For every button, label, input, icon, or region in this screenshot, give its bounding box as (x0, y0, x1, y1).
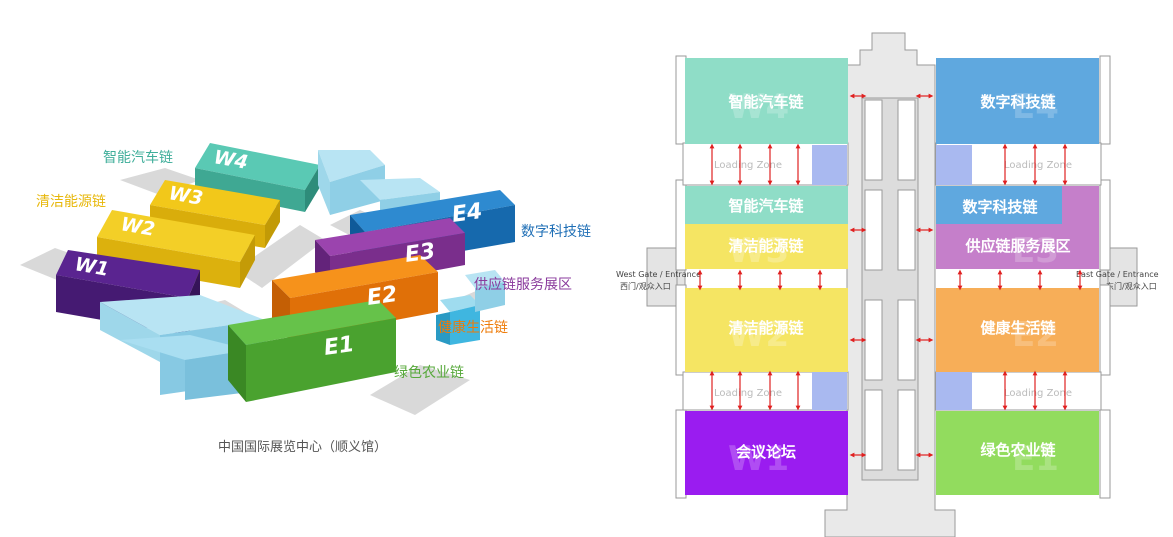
callout-e3: 供应链服务展区 (474, 276, 572, 293)
hall-e2-area (936, 288, 1099, 372)
loading-zone-label: Loading Zone (1004, 388, 1072, 399)
hall-w4-label: 智能汽车链 (728, 93, 804, 111)
hall-e2-label: 健康生活链 (980, 319, 1056, 337)
hall-w4-area (685, 58, 848, 144)
ground-patch (370, 365, 470, 415)
watermark-e2: E2 (1012, 315, 1059, 355)
callout-e1: 绿色农业链 (394, 364, 464, 381)
hall-w1-area (685, 411, 848, 495)
blue-annex-w2 (812, 372, 847, 410)
hall-e3b-purple-strip (1062, 186, 1099, 269)
hall-e3a-area (936, 186, 1062, 224)
ground-patch (235, 225, 325, 288)
watermark-w2: W2 (728, 315, 789, 355)
hall-w3b-label: 清洁能源链 (728, 237, 804, 255)
hall-e4-area (936, 58, 1099, 144)
ground-patch (120, 168, 200, 195)
blue-annex-e4 (936, 145, 972, 185)
hall-w2-area (685, 288, 848, 372)
map-caption: 中国国际展览中心（顺义馆） (218, 439, 387, 455)
hall-w1-label: 会议论坛 (736, 443, 796, 461)
watermark-e1: E1 (1012, 439, 1059, 479)
east-gate: East Gate / Entrance 东门/观众入口 (1076, 247, 1159, 307)
hall-e1-block (228, 300, 396, 402)
hall-w3a-label: 智能汽车链 (728, 197, 804, 215)
watermark-e4: E4 (1012, 87, 1059, 127)
loading-zone-label: Loading Zone (1004, 160, 1072, 171)
watermark-w3: W3 (728, 231, 789, 271)
hall-e3b-area (936, 224, 1062, 269)
callout-w3: 清洁能源链 (36, 194, 106, 210)
hall-label-e3: E3 (403, 239, 437, 268)
hall-e4-label: 数字科技链 (980, 93, 1056, 111)
blue-annex-w4 (812, 145, 847, 185)
west-gate-label-zh: 西门/观众入口 (620, 281, 671, 291)
watermark-e3: E3 (1012, 231, 1059, 271)
east-gate-label-zh: 东门/观众入口 (1106, 281, 1157, 291)
connector-east-block (436, 270, 505, 345)
watermark-w4: W4 (728, 87, 789, 127)
hall-w2-label: 清洁能源链 (728, 319, 804, 337)
hall-label-e1: E1 (322, 332, 356, 361)
isometric-map: W4 W3 W2 W1 E4 E3 E2 E1 智能汽车链 清洁能源链 数字科技… (20, 143, 591, 455)
loading-zone-label: Loading Zone (714, 388, 782, 399)
loading-arrows (697, 93, 1083, 458)
blue-annex-e2 (936, 372, 972, 410)
hall-e1-label: 绿色农业链 (980, 441, 1056, 459)
watermark-w1: W1 (728, 439, 789, 479)
loading-zone-label: Loading Zone (714, 160, 782, 171)
callout-e2: 健康生活链 (438, 319, 508, 336)
hall-label-e4: E4 (450, 199, 484, 228)
hall-label-e2: E2 (365, 282, 399, 311)
hall-e3a-label: 数字科技链 (962, 198, 1038, 216)
floor-plan: West Gate / Entrance 西门/观众入口 East Gate /… (616, 32, 1159, 537)
west-gate: West Gate / Entrance 西门/观众入口 (616, 247, 701, 307)
hall-w2-block (97, 210, 255, 288)
west-gate-label-en: West Gate / Entrance (616, 270, 701, 279)
callout-w4: 智能汽车链 (103, 149, 173, 166)
east-gate-label-en: East Gate / Entrance (1076, 270, 1159, 279)
callout-e4: 数字科技链 (521, 224, 591, 240)
hall-w3a-area (685, 186, 848, 224)
hall-e3b-label: 供应链服务展区 (964, 237, 1070, 255)
hall-w3b-area (685, 224, 848, 269)
hall-e1-area (936, 411, 1099, 495)
